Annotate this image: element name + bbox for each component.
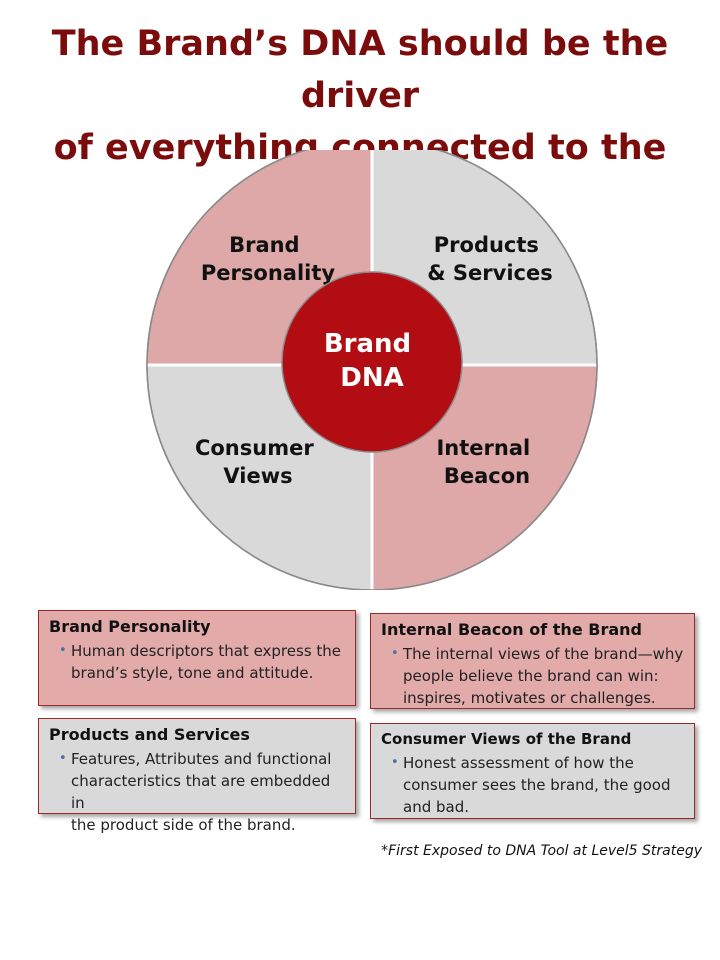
- center-label-line: DNA: [340, 363, 403, 393]
- bullet-item: Honest assessment of how the consumer se…: [391, 752, 684, 818]
- bullet-line: people believe the brand can win:: [403, 667, 659, 685]
- box-heading: Internal Beacon of the Brand: [381, 620, 642, 639]
- label-line: Products: [434, 233, 539, 257]
- center-label-line: Brand: [324, 329, 411, 359]
- label-line: Internal: [436, 436, 530, 460]
- box-heading: Products and Services: [49, 725, 250, 744]
- label-line: Personality: [201, 261, 335, 285]
- label-line: Brand: [229, 233, 300, 257]
- internal-beacon-box: Internal Beacon of the Brand The interna…: [370, 613, 695, 709]
- bullet-line: The internal views of the brand—why: [403, 645, 684, 663]
- quadrant-label-consumer-views: Consumer Views: [195, 436, 321, 488]
- box-bullet-list: Human descriptors that express the brand…: [49, 640, 345, 684]
- label-line: Consumer: [195, 436, 314, 460]
- bullet-line: consumer sees the brand, the good: [403, 776, 671, 794]
- bullet-item: Human descriptors that express the brand…: [59, 640, 345, 684]
- box-bullet-list: Features, Attributes and functional char…: [49, 748, 345, 836]
- box-heading: Brand Personality: [49, 617, 211, 636]
- bullet-line: Honest assessment of how the: [403, 754, 634, 772]
- bullet-item: The internal views of the brand—why peop…: [391, 643, 684, 709]
- bullet-line: the product side of the brand.: [71, 816, 296, 834]
- bullet-line: characteristics that are embedded in: [71, 772, 331, 812]
- label-line: Views: [223, 464, 292, 488]
- title-line-1: The Brand’s DNA should be the driver: [51, 24, 669, 116]
- products-services-box: Products and Services Features, Attribut…: [38, 718, 356, 834]
- footnote: *First Exposed to DNA Tool at Level5 Str…: [381, 843, 702, 859]
- center-label: Brand DNA: [324, 329, 420, 393]
- label-line: & Services: [427, 261, 552, 285]
- quadrant-label-internal-beacon: Internal Beacon: [436, 436, 537, 488]
- brand-dna-wheel: Brand Personality Products & Services Co…: [146, 150, 598, 590]
- label-line: Beacon: [444, 464, 530, 488]
- box-bullet-list: Honest assessment of how the consumer se…: [381, 752, 684, 818]
- brand-dna-center: [281, 271, 463, 453]
- bullet-line: brand’s style, tone and attitude.: [71, 664, 314, 682]
- bullet-line: Human descriptors that express the: [71, 642, 342, 660]
- quadrant-label-products-services: Products & Services: [427, 233, 552, 285]
- consumer-views-box: Consumer Views of the Brand Honest asses…: [370, 723, 695, 819]
- bullet-item: Features, Attributes and functional char…: [59, 748, 345, 836]
- bullet-line: inspires, motivates or challenges.: [403, 689, 656, 707]
- bullet-line: Features, Attributes and functional: [71, 750, 332, 768]
- bullet-line: and bad.: [403, 798, 469, 816]
- box-heading: Consumer Views of the Brand: [381, 730, 632, 748]
- box-bullet-list: The internal views of the brand—why peop…: [381, 643, 684, 709]
- quadrant-label-brand-personality: Brand Personality: [201, 233, 335, 285]
- brand-personality-box: Brand Personality Human descriptors that…: [38, 610, 356, 706]
